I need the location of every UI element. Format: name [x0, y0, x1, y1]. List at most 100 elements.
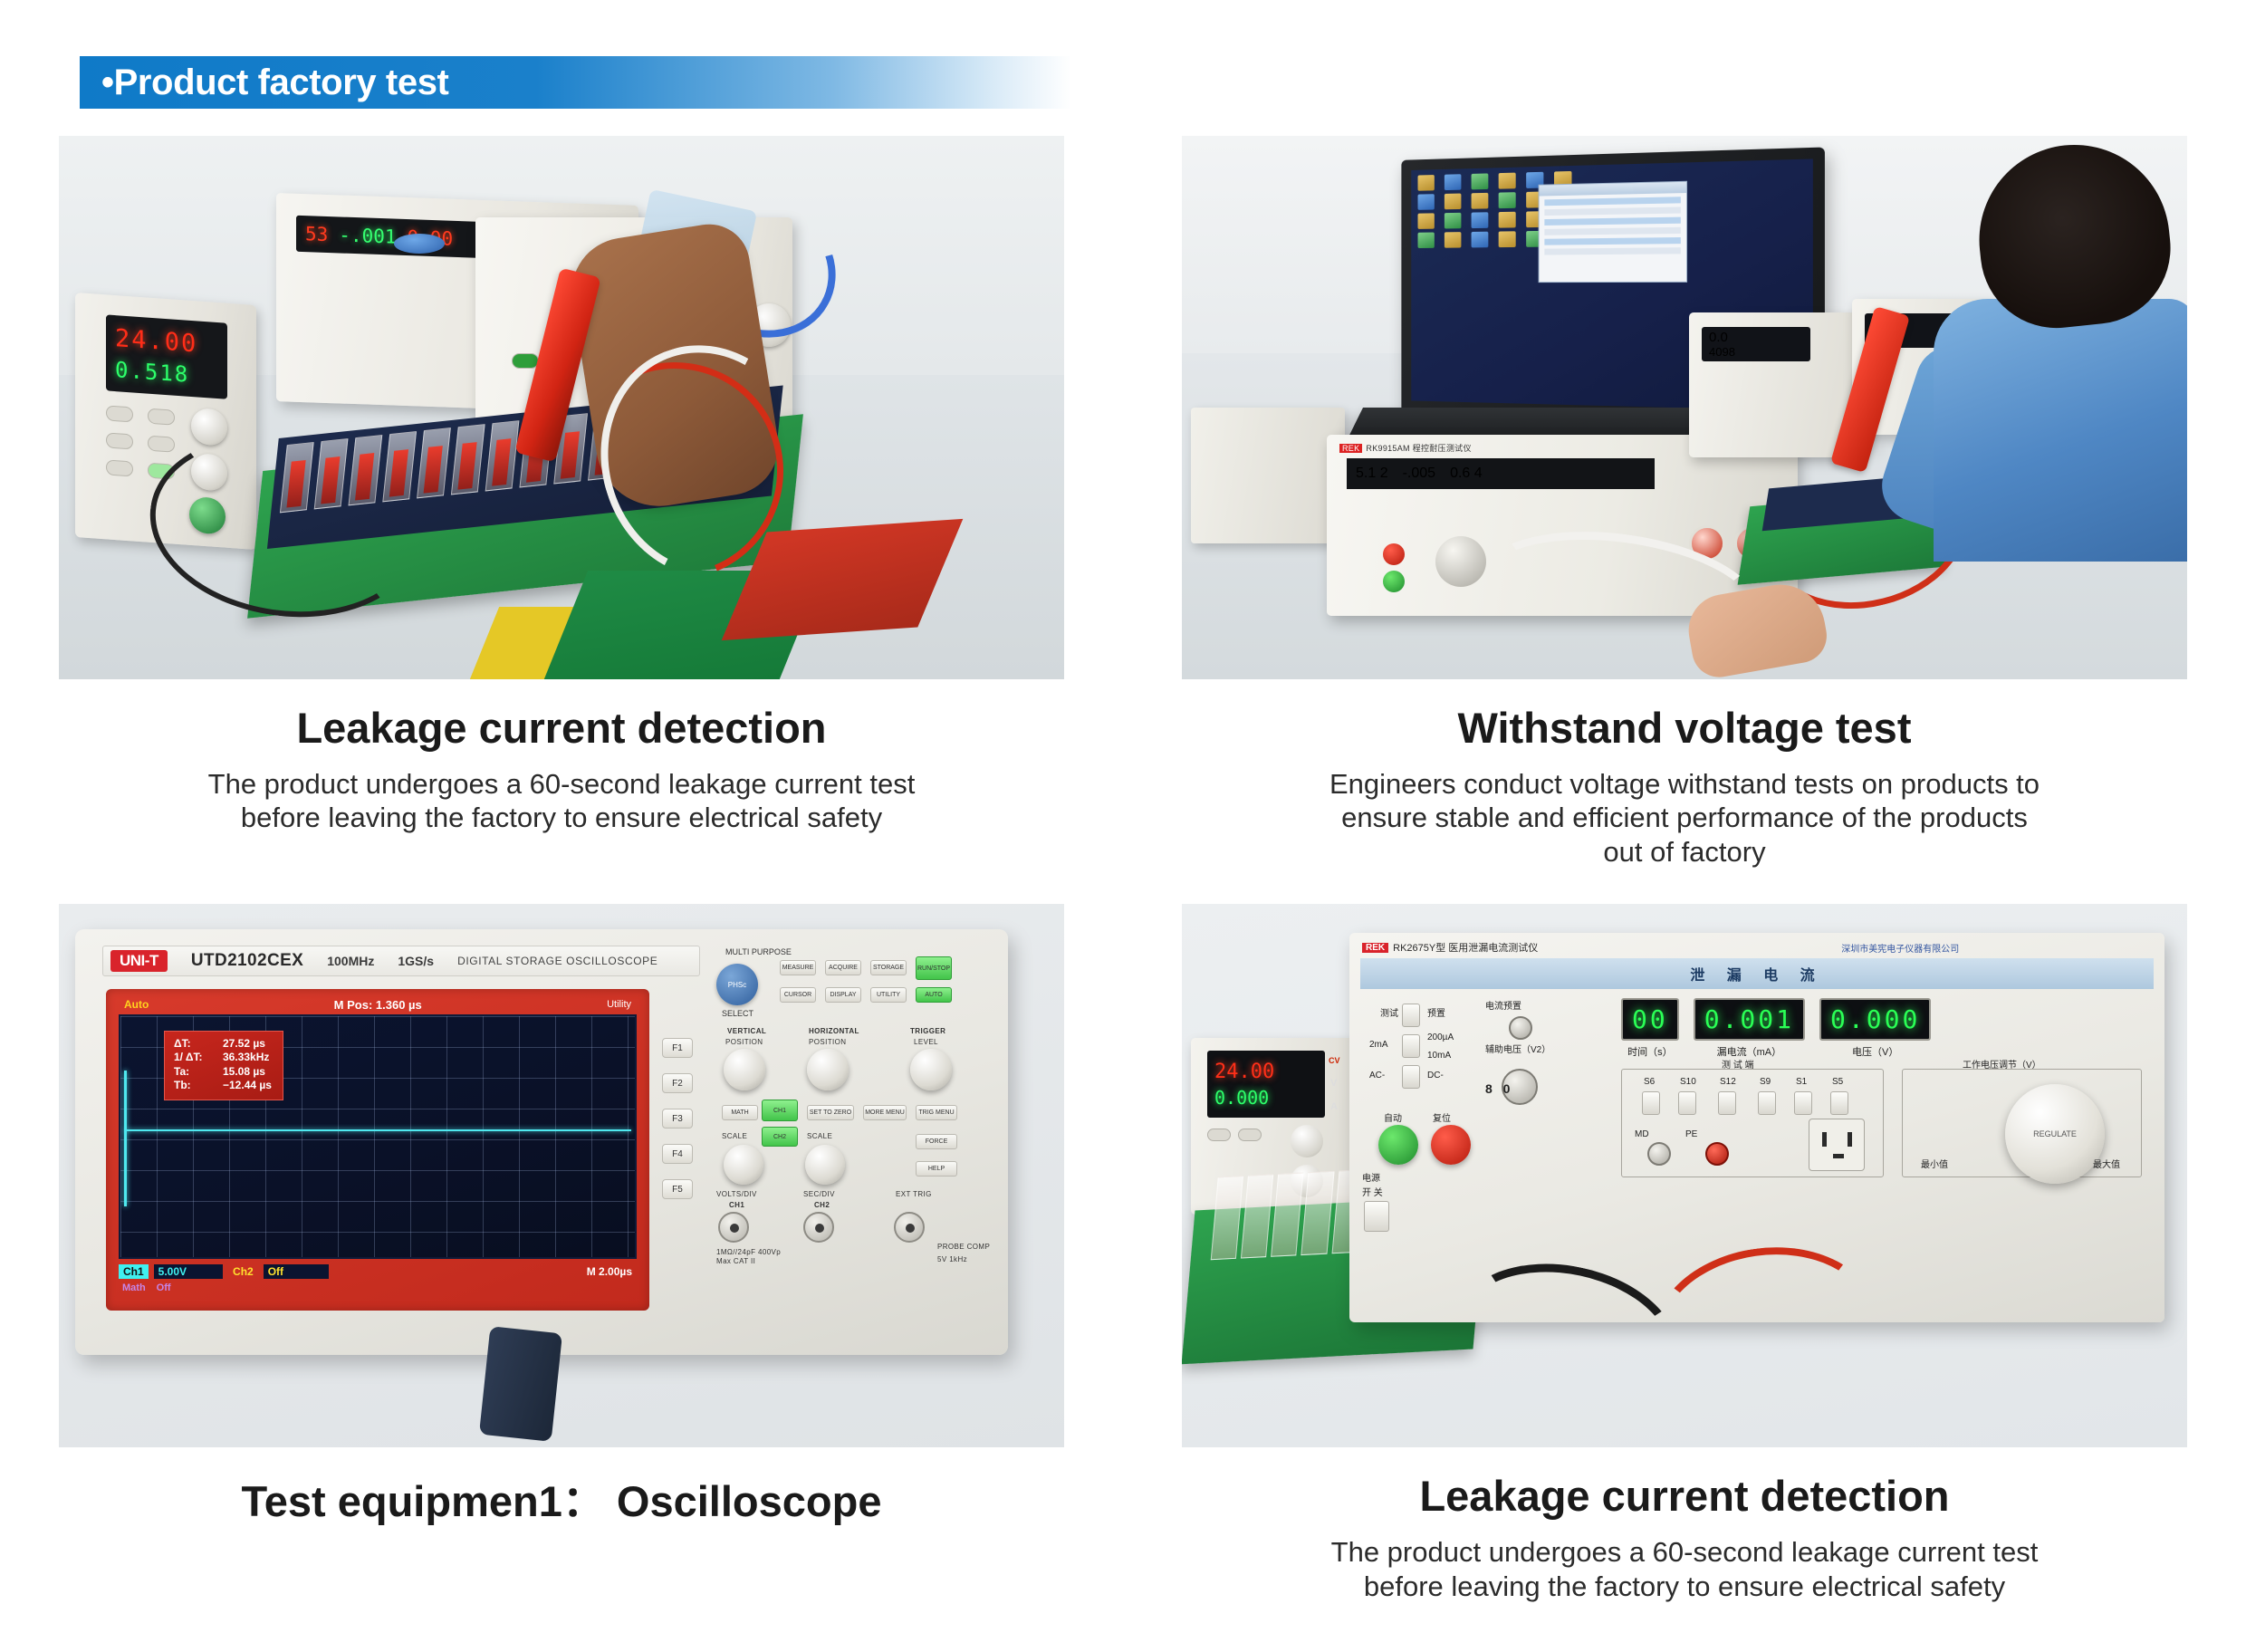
- function-key-f5[interactable]: F5: [662, 1179, 693, 1200]
- terminal-switch-s12[interactable]: [1718, 1091, 1736, 1116]
- psu-button-m1[interactable]: [1207, 1129, 1231, 1142]
- ch1-button[interactable]: CH1: [762, 1100, 798, 1122]
- psu-voltage-reading: 24.00: [1214, 1060, 1275, 1083]
- min-value-label: 最小值: [1921, 1160, 1948, 1171]
- vertical-scale-label: SCALE: [722, 1132, 748, 1141]
- cursor-button[interactable]: CURSOR: [780, 987, 816, 1004]
- aux-voltage-knob[interactable]: [1502, 1069, 1538, 1106]
- power-rocker-switch[interactable]: [1364, 1201, 1389, 1233]
- counter-display: 8 0: [1485, 1081, 1514, 1097]
- oscilloscope-category: DIGITAL STORAGE OSCILLOSCOPE: [457, 955, 658, 968]
- multi-purpose-knob[interactable]: PHSc: [716, 964, 758, 1006]
- terminal-switch-s9[interactable]: [1758, 1091, 1776, 1116]
- psu-button-ovp[interactable]: [148, 408, 175, 426]
- time-label: 时间（s）: [1627, 1047, 1673, 1059]
- tester-title-cn: 程控耐压测试仪: [1412, 444, 1472, 453]
- psu-button-ocp[interactable]: [148, 435, 175, 453]
- ext-trig-bnc-connector[interactable]: [894, 1212, 925, 1244]
- voltage-value: 0.000: [1830, 1004, 1921, 1035]
- ac-dc-switch[interactable]: [1402, 1065, 1420, 1090]
- math-button[interactable]: MATH: [722, 1105, 758, 1121]
- storage-button[interactable]: STORAGE: [870, 960, 907, 976]
- horizontal-position-label: POSITION: [809, 1038, 847, 1047]
- screen-status-bar-top: Auto M Pos: 1.360 µs Utility: [111, 994, 644, 1014]
- section-label-leakage-current: 泄 漏 电 流: [1360, 958, 2154, 990]
- current-preset-trimmer[interactable]: [1509, 1016, 1532, 1041]
- acquire-button[interactable]: ACQUIRE: [825, 960, 861, 976]
- cursor-measurement-box: ΔT:27.52 µs 1/ ΔT:36.33kHz Ta:15.08 µs T…: [164, 1031, 283, 1100]
- psu-button-m3[interactable]: [106, 459, 133, 477]
- oscilloscope-model: UTD2102CEX: [190, 951, 304, 971]
- tester-hv-output-terminal[interactable]: [1689, 525, 1725, 562]
- auto-button[interactable]: AUTO: [916, 987, 952, 1004]
- measure-button[interactable]: MEASURE: [780, 960, 816, 976]
- measurement-row: Ta:15.08 µs: [174, 1065, 272, 1079]
- horizontal-section-label: HORIZONTAL: [809, 1027, 859, 1036]
- vertical-position-knob[interactable]: [724, 1049, 765, 1091]
- tester-rotary-knob[interactable]: [1435, 536, 1486, 587]
- card-description-line-3: out of factory: [1603, 836, 1766, 869]
- help-button[interactable]: HELP: [916, 1161, 957, 1177]
- tester-start-button[interactable]: [1383, 571, 1405, 592]
- psu-current-reading: 0.000: [1214, 1086, 1270, 1109]
- ch2-button[interactable]: CH2: [762, 1127, 798, 1148]
- instrument-header: REK RK2675Y型 医用泄漏电流测试仪 深圳市美宪电子仪器有限公司: [1362, 940, 1959, 955]
- readout-voltage: 0.000 电压（V）: [1819, 998, 1932, 1059]
- tester-start-button[interactable]: [512, 353, 539, 369]
- tester-model-label: RK9915AM: [1366, 444, 1410, 453]
- trig-menu-button[interactable]: TRIG MENU: [916, 1105, 957, 1121]
- section-header-banner: •Product factory test: [80, 56, 1071, 109]
- measurement-value: −12.44 µs: [223, 1079, 272, 1092]
- terminal-switch-s5[interactable]: [1830, 1091, 1848, 1116]
- pe-binding-post[interactable]: [1705, 1142, 1729, 1167]
- volts-div-knob[interactable]: [724, 1145, 763, 1186]
- terminal-label-md: MD: [1635, 1129, 1649, 1140]
- more-menu-button[interactable]: MORE MENU: [863, 1105, 907, 1121]
- function-key-f1[interactable]: F1: [662, 1038, 693, 1059]
- dc-power-supply-1: 0.0 4098: [1689, 312, 1861, 457]
- function-key-f3[interactable]: F3: [662, 1109, 693, 1129]
- ext-trig-label: EXT TRIG: [896, 1190, 932, 1199]
- ch1-bnc-connector[interactable]: [718, 1212, 749, 1244]
- psu-voltage-knob[interactable]: [1291, 1125, 1323, 1158]
- voltage-regulate-knob[interactable]: REGULATE: [2005, 1084, 2105, 1185]
- function-key-f2[interactable]: F2: [662, 1073, 693, 1094]
- test-label: 测试: [1380, 1009, 1398, 1020]
- oscilloscope-waveform-screen[interactable]: ΔT:27.52 µs 1/ ΔT:36.33kHz Ta:15.08 µs T…: [119, 1014, 637, 1260]
- run-stop-button[interactable]: RUN/STOP: [916, 956, 952, 981]
- set-to-zero-button[interactable]: SET TO ZERO: [807, 1105, 854, 1121]
- function-key-f4[interactable]: F4: [662, 1144, 693, 1165]
- ch2-bnc-connector[interactable]: [803, 1212, 834, 1244]
- cards-row-2: UNI-T UTD2102CEX 100MHz 1GS/s DIGITAL ST…: [0, 904, 2246, 1603]
- psu-button-m2[interactable]: [106, 432, 133, 450]
- psu-button-m1[interactable]: [106, 405, 133, 423]
- tester-stop-button[interactable]: [1383, 543, 1405, 565]
- time-value: 00: [1632, 1004, 1668, 1035]
- trigger-level-knob[interactable]: [910, 1049, 952, 1091]
- card-title: Leakage current detection: [296, 704, 827, 752]
- blue-disc-object: [394, 234, 445, 254]
- auto-start-button[interactable]: [1378, 1125, 1418, 1166]
- horizontal-position-knob[interactable]: [807, 1049, 849, 1091]
- laptop-app-window[interactable]: [1538, 180, 1688, 283]
- force-button[interactable]: FORCE: [916, 1134, 957, 1150]
- range-switch[interactable]: [1402, 1034, 1420, 1059]
- test-preset-switch[interactable]: [1402, 1004, 1420, 1028]
- vertical-section-label: VERTICAL: [727, 1027, 767, 1036]
- trigger-level-label: LEVEL: [914, 1038, 938, 1047]
- reset-button[interactable]: [1431, 1125, 1471, 1166]
- regulate-label: REGULATE: [2033, 1129, 2077, 1139]
- psu-button-ovp[interactable]: [1238, 1129, 1262, 1142]
- psu-voltage-unit: V: [1330, 1078, 1338, 1090]
- oscilloscope-brand-bar: UNI-T UTD2102CEX 100MHz 1GS/s DIGITAL ST…: [102, 946, 700, 977]
- terminal-switch-s6[interactable]: [1642, 1091, 1660, 1116]
- tester-display-value-2: -.001: [339, 224, 397, 248]
- display-button[interactable]: DISPLAY: [825, 987, 861, 1004]
- md-binding-post[interactable]: [1647, 1142, 1671, 1167]
- mains-outlet-socket[interactable]: [1809, 1119, 1865, 1172]
- terminal-switch-s1[interactable]: [1794, 1091, 1812, 1116]
- terminal-switch-s10[interactable]: [1678, 1091, 1696, 1116]
- utility-button[interactable]: UTILITY: [870, 987, 907, 1004]
- sec-div-knob[interactable]: [805, 1145, 845, 1186]
